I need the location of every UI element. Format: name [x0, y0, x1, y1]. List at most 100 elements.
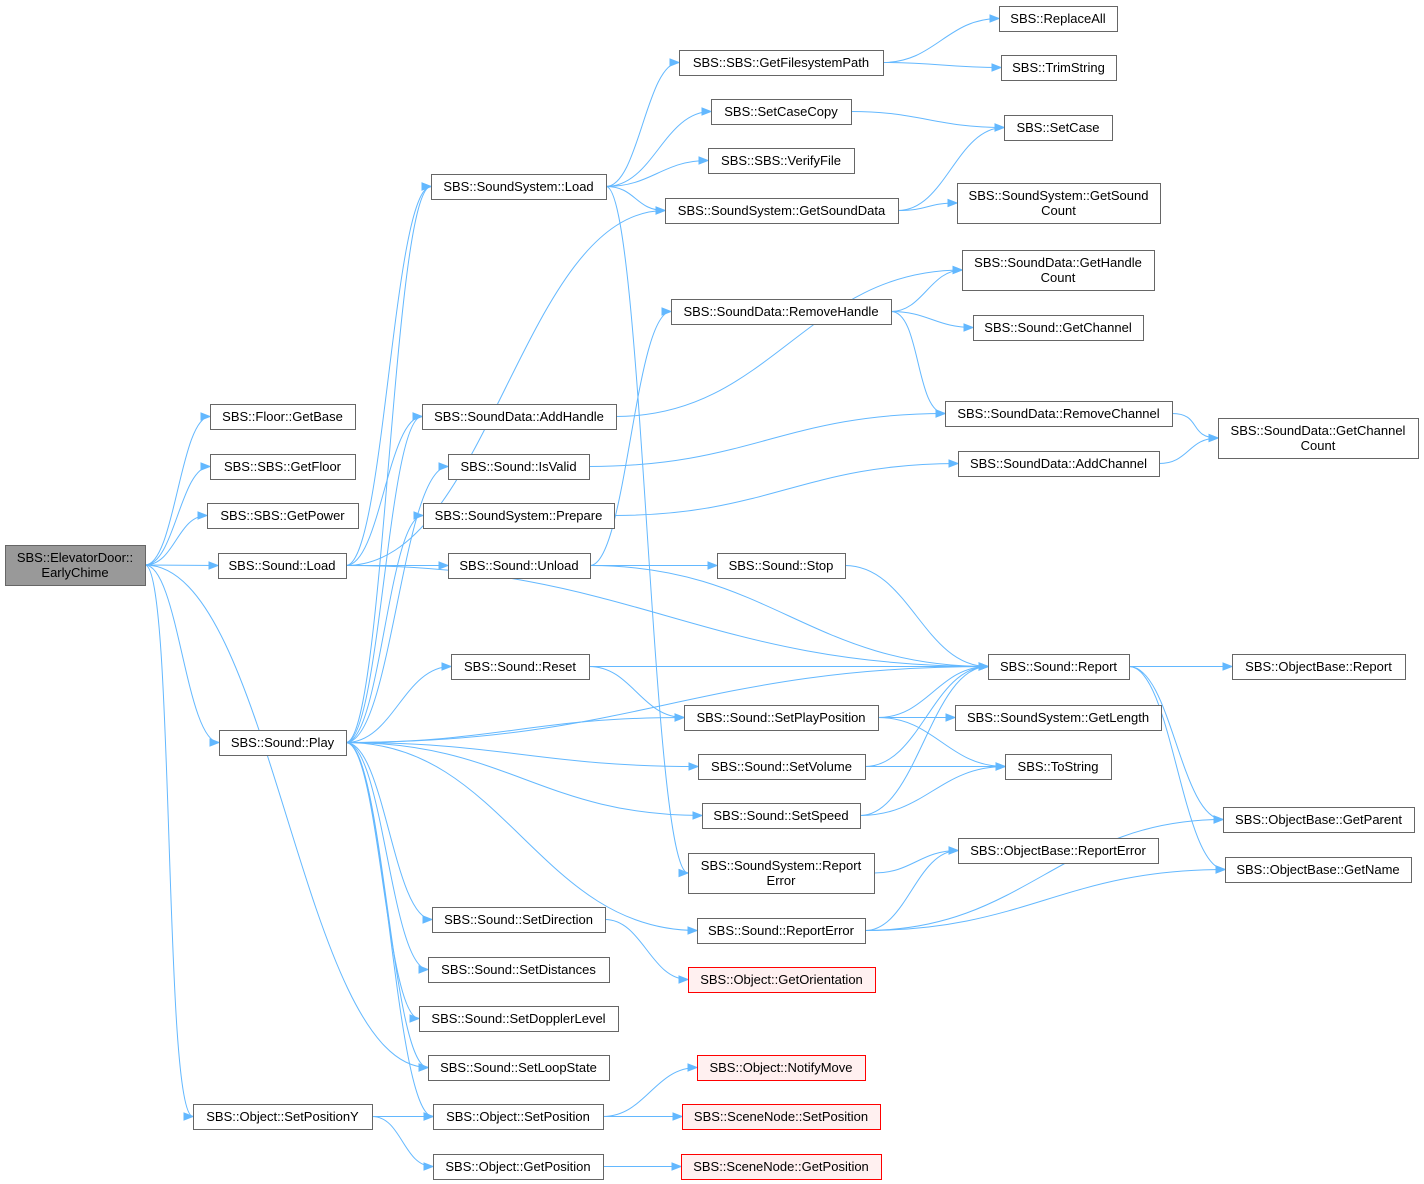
arrowhead-sound_setplaypos-to-ss_getlength [945, 713, 957, 722]
node-sound-unload[interactable]: SBS::Sound::Unload [448, 553, 591, 579]
node-sd-removechannel[interactable]: SBS::SoundData::RemoveChannel [945, 401, 1173, 427]
node-sound-reporterror[interactable]: SBS::Sound::ReportError [697, 918, 866, 944]
node-ss-prepare[interactable]: SBS::SoundSystem::Prepare [423, 503, 615, 529]
node-obj-getpos[interactable]: SBS::Object::GetPosition [433, 1154, 604, 1180]
node-sound-setdist[interactable]: SBS::Sound::SetDistances [428, 957, 610, 983]
node-tostring[interactable]: SBS::ToString [1005, 754, 1112, 780]
node-sound-setloop[interactable]: SBS::Sound::SetLoopState [428, 1055, 610, 1081]
node-setcase[interactable]: SBS::SetCase [1004, 115, 1113, 141]
node-sound-stop[interactable]: SBS::Sound::Stop [717, 553, 846, 579]
edge-earlychime-to-sbs_getpower [144, 515, 208, 566]
node-trimstring[interactable]: SBS::TrimString [1001, 55, 1117, 81]
node-sd-removehandle[interactable]: SBS::SoundData::RemoveHandle [671, 299, 892, 325]
node-sbs-getfloor[interactable]: SBS::SBS::GetFloor [210, 454, 356, 480]
node-obj-setpos[interactable]: SBS::Object::SetPosition [433, 1104, 604, 1130]
edge-sound_setspeed-to-tostring [859, 766, 1006, 816]
arrowhead-sd_removehandle-to-sd_removechannel [935, 409, 947, 418]
node-ob-report[interactable]: SBS::ObjectBase::Report [1232, 654, 1406, 680]
edge-ss_reporterror-to-ob_reporterror [873, 850, 959, 874]
arrowhead-sound_play-to-sound_reset [441, 662, 453, 671]
node-ss-getlength[interactable]: SBS::SoundSystem::GetLength [955, 705, 1162, 731]
node-sound-setvolume[interactable]: SBS::Sound::SetVolume [698, 754, 866, 780]
edge-sound_load-to-ss_getsounddata [345, 210, 666, 566]
node-sn-getpos[interactable]: SBS::SceneNode::GetPosition [681, 1154, 882, 1180]
edge-sd_removechannel-to-sd_getchannelcount [1171, 413, 1219, 439]
arrowhead-sound_play-to-ss_prepare [413, 511, 425, 520]
node-label: Error [767, 873, 797, 888]
node-sd-addhandle[interactable]: SBS::SoundData::AddHandle [422, 404, 617, 430]
arrowhead-sd_removehandle-to-sd_gethandlecount [952, 265, 964, 275]
node-obj-notifymove[interactable]: SBS::Object::NotifyMove [697, 1055, 866, 1081]
node-ss-reporterror[interactable]: SBS::SoundSystem::ReportError [688, 853, 875, 894]
arrowhead-ss_prepare-to-sd_addchannel [948, 459, 960, 468]
node-label: Count [1301, 438, 1336, 453]
node-box [702, 803, 861, 829]
arrowhead-earlychime-to-floor_getbase [200, 412, 212, 421]
node-sound-isvalid[interactable]: SBS::Sound::IsValid [448, 454, 590, 480]
node-sound-setspeed[interactable]: SBS::Sound::SetSpeed [702, 803, 861, 829]
node-replaceall[interactable]: SBS::ReplaceAll [999, 6, 1118, 32]
node-sd-addchannel[interactable]: SBS::SoundData::AddChannel [958, 451, 1160, 477]
node-box [697, 1055, 866, 1081]
node-sound-reset[interactable]: SBS::Sound::Reset [451, 654, 590, 680]
edge-ss_getsounddata-to-setcase [897, 127, 1005, 211]
edge-sound_play-to-sound_setdist [345, 742, 429, 970]
node-label: SBS::Object::NotifyMove [709, 1060, 852, 1075]
node-ob-getparent[interactable]: SBS::ObjectBase::GetParent [1223, 807, 1415, 833]
node-box [988, 654, 1130, 680]
node-sound-play[interactable]: SBS::Sound::Play [219, 730, 347, 756]
arrowhead-sound_play-to-sound_isvalid [438, 462, 450, 471]
node-obj-setposy[interactable]: SBS::Object::SetPositionY [193, 1104, 373, 1130]
node-sound-setdir[interactable]: SBS::Sound::SetDirection [432, 907, 606, 933]
node-box [973, 315, 1144, 341]
node-sound-getchannel[interactable]: SBS::Sound::GetChannel [973, 315, 1144, 341]
edge-sound_setspeed-to-sound_report [859, 666, 989, 816]
node-label: Count [1041, 270, 1076, 285]
node-sbs-getpower[interactable]: SBS::SBS::GetPower [207, 503, 359, 529]
node-obj-getorient[interactable]: SBS::Object::GetOrientation [688, 967, 876, 993]
node-sound-report[interactable]: SBS::Sound::Report [988, 654, 1130, 680]
node-ss-load[interactable]: SBS::SoundSystem::Load [431, 174, 607, 200]
node-ob-getname[interactable]: SBS::ObjectBase::GetName [1225, 857, 1412, 883]
arrowhead-earlychime-to-sound_play [209, 738, 221, 747]
node-label: SBS::Object::GetOrientation [700, 972, 863, 987]
edge-sound_play-to-ss_load [345, 186, 432, 743]
node-earlychime[interactable]: SBS::ElevatorDoor::EarlyChime [5, 545, 146, 586]
node-label: SBS::TrimString [1012, 60, 1105, 75]
arrowhead-sound_unload-to-sound_stop [707, 561, 719, 570]
node-box [448, 553, 591, 579]
edge-sd_removehandle-to-sd_removechannel [890, 311, 946, 414]
node-ss-getsounddata[interactable]: SBS::SoundSystem::GetSoundData [665, 198, 899, 224]
edge-sound_setplaypos-to-sound_report [877, 666, 989, 718]
edge-sound_play-to-sound_setvolume [345, 742, 699, 767]
arrowhead-sound_play-to-sound_setvolume [688, 762, 700, 771]
edge-earlychime-to-obj_setposy [144, 564, 194, 1117]
arrowhead-obj_setposy-to-obj_getpos [423, 1162, 435, 1171]
node-sound-setdoppler[interactable]: SBS::Sound::SetDopplerLevel [419, 1006, 619, 1032]
node-sbs-verifyfile[interactable]: SBS::SBS::VerifyFile [708, 148, 855, 174]
arrowhead-earlychime-to-sbs_getpower [197, 511, 209, 520]
node-box [1218, 418, 1419, 459]
node-box [210, 404, 356, 430]
node-setcasecopy[interactable]: SBS::SetCaseCopy [711, 99, 852, 125]
node-sbs-getfspath[interactable]: SBS::SBS::GetFilesystemPath [679, 50, 884, 76]
node-label: SBS::Sound::SetDistances [441, 962, 596, 977]
node-label: SBS::SoundSystem::Prepare [435, 508, 603, 523]
node-floor-getbase[interactable]: SBS::Floor::GetBase [210, 404, 356, 430]
node-label: SBS::Object::SetPositionY [206, 1109, 359, 1124]
arrowhead-sound_play-to-sd_addhandle [412, 412, 424, 421]
node-sound-load[interactable]: SBS::Sound::Load [218, 553, 347, 579]
node-sound-setplaypos[interactable]: SBS::Sound::SetPlayPosition [684, 705, 879, 731]
node-ob-reporterror[interactable]: SBS::ObjectBase::ReportError [958, 838, 1159, 864]
node-box [684, 705, 879, 731]
arrowhead-sound_report-to-ob_getparent [1213, 815, 1225, 824]
node-box [711, 99, 852, 125]
node-sn-setpos[interactable]: SBS::SceneNode::SetPosition [682, 1104, 881, 1130]
node-label: SBS::SoundData::AddHandle [434, 409, 604, 424]
node-box [1225, 857, 1412, 883]
node-box [451, 654, 590, 680]
edge-sound_setdir-to-obj_getorient [604, 919, 689, 980]
